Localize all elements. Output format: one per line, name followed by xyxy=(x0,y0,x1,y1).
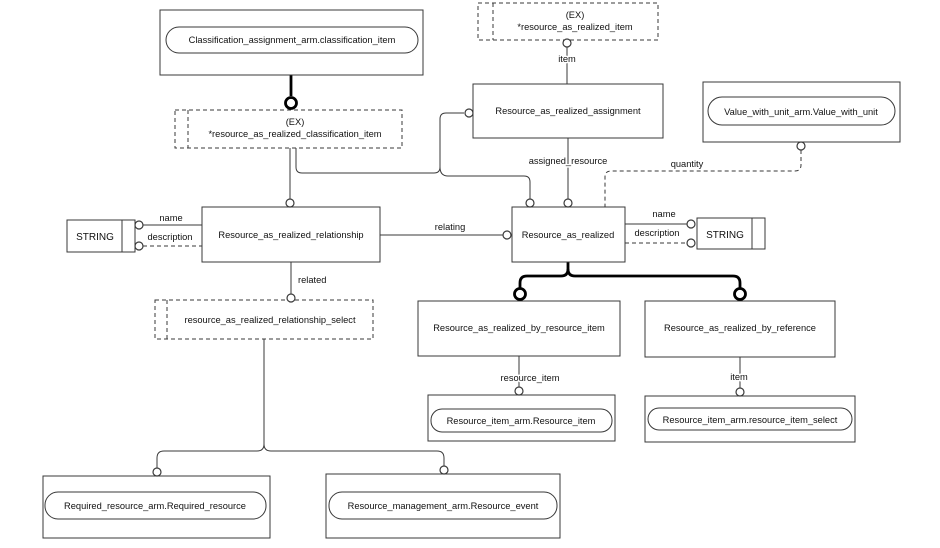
node-resource-item-select-ref: Resource_item_arm.resource_item_select xyxy=(644,395,856,443)
attribute-circle xyxy=(464,108,474,118)
edge-label-description-right: description xyxy=(635,228,680,238)
attribute-circle xyxy=(686,238,696,248)
select-box xyxy=(174,109,403,149)
attribute-circle xyxy=(796,141,806,151)
node-resource-as-realized: Resource_as_realized xyxy=(511,206,626,263)
node-label: Value_with_unit_arm.Value_with_unit xyxy=(724,107,878,117)
page-ref-stadium xyxy=(430,408,613,433)
edge-select-branch-left xyxy=(156,443,265,468)
node-label: *resource_as_realized_classification_ite… xyxy=(208,129,381,139)
attribute-circle xyxy=(286,293,296,303)
node-by-reference: Resource_as_realized_by_reference xyxy=(644,300,836,358)
edge-label-item-bottom: item xyxy=(730,372,748,382)
attribute-circle xyxy=(502,230,512,240)
attribute-circle xyxy=(285,198,295,208)
edge-quantity xyxy=(604,150,802,207)
edge-select-branch-right xyxy=(263,443,445,466)
edge-label-item-top: item xyxy=(558,54,576,64)
subtype-circle xyxy=(733,287,747,301)
node-relationship-select: resource_as_realized_relationship_select xyxy=(154,299,374,340)
page-ref-stadium xyxy=(707,96,896,126)
node-label: resource_as_realized_relationship_select xyxy=(184,315,355,325)
node-string-right: STRING xyxy=(696,217,766,250)
node-label: Resource_as_realized_relationship xyxy=(218,230,363,240)
select-prefix: (EX) xyxy=(566,10,585,20)
edge-select-to-assignment xyxy=(295,112,464,174)
page-ref-stadium xyxy=(328,491,558,520)
edge-select-to-resource xyxy=(439,166,531,199)
node-label: Required_resource_arm.Required_resource xyxy=(64,501,246,511)
node-label: Resource_item_arm.resource_item_select xyxy=(663,415,838,425)
edge-terminators xyxy=(134,38,806,477)
page-ref-stadium xyxy=(165,26,419,54)
attribute-circle xyxy=(562,38,572,48)
node-label: Resource_item_arm.Resource_item xyxy=(447,416,596,426)
attribute-circle xyxy=(134,241,144,251)
entity-box xyxy=(472,83,664,139)
extension-circle xyxy=(284,96,298,110)
edge-subtype-left xyxy=(518,262,570,288)
page-ref-stadium xyxy=(44,491,267,520)
node-resource-event-ref: Resource_management_arm.Resource_event xyxy=(325,473,561,539)
page-ref-stadium xyxy=(647,407,853,431)
node-label: Resource_as_realized_assignment xyxy=(495,106,641,116)
node-item-select: (EX) *resource_as_realized_item xyxy=(477,2,659,41)
edge-label-assigned-resource: assigned_resource xyxy=(529,156,608,166)
node-resource-item-ref: Resource_item_arm.Resource_item xyxy=(427,394,616,442)
node-classification-item-select: (EX) *resource_as_realized_classificatio… xyxy=(174,109,403,149)
edge-label-related: related xyxy=(298,275,326,285)
node-label: *resource_as_realized_item xyxy=(517,22,632,32)
edge-subtype-right xyxy=(566,268,742,288)
node-label: Classification_assignment_arm.classifica… xyxy=(189,35,396,45)
node-relationship: Resource_as_realized_relationship xyxy=(201,206,381,263)
edge-label-description-left: description xyxy=(148,232,193,242)
entity-box xyxy=(644,300,836,358)
attribute-circle xyxy=(735,387,745,397)
edge-label-quantity: quantity xyxy=(671,159,704,169)
attribute-circle xyxy=(563,198,573,208)
edges xyxy=(143,47,802,468)
node-classification-item-ref: Classification_assignment_arm.classifica… xyxy=(159,9,424,76)
attribute-circle xyxy=(439,465,449,475)
entity-box xyxy=(417,300,621,357)
attribute-circle xyxy=(525,198,535,208)
node-label: Resource_as_realized_by_reference xyxy=(664,323,816,333)
simple-type-box xyxy=(696,217,766,250)
edge-label-name-right: name xyxy=(652,209,675,219)
attribute-circle xyxy=(152,467,162,477)
edge-label-relating: relating xyxy=(435,222,466,232)
attribute-circle xyxy=(686,219,696,229)
entity-box xyxy=(511,206,626,263)
simple-type-box xyxy=(66,219,136,253)
attribute-circle xyxy=(134,220,144,230)
node-required-resource-ref: Required_resource_arm.Required_resource xyxy=(42,475,271,539)
node-label: STRING xyxy=(706,230,744,241)
node-label: Resource_as_realized xyxy=(522,230,615,240)
select-prefix: (EX) xyxy=(286,117,305,127)
node-label: STRING xyxy=(76,232,114,243)
subtype-circle xyxy=(513,287,527,301)
edge-labels: item assigned_resource quantity name des… xyxy=(148,53,750,385)
edge-label-name-left: name xyxy=(159,213,182,223)
node-label: Resource_management_arm.Resource_event xyxy=(348,501,539,511)
node-by-resource-item: Resource_as_realized_by_resource_item xyxy=(417,300,621,357)
node-value-with-unit-ref: Value_with_unit_arm.Value_with_unit xyxy=(702,81,901,143)
node-string-left: STRING xyxy=(66,219,136,253)
node-label: Resource_as_realized_by_resource_item xyxy=(433,323,605,333)
select-box xyxy=(477,2,659,41)
edge-label-resource-item: resource_item xyxy=(501,373,560,383)
node-assignment: Resource_as_realized_assignment xyxy=(472,83,664,139)
attribute-circle xyxy=(514,386,524,396)
select-box xyxy=(154,299,374,340)
